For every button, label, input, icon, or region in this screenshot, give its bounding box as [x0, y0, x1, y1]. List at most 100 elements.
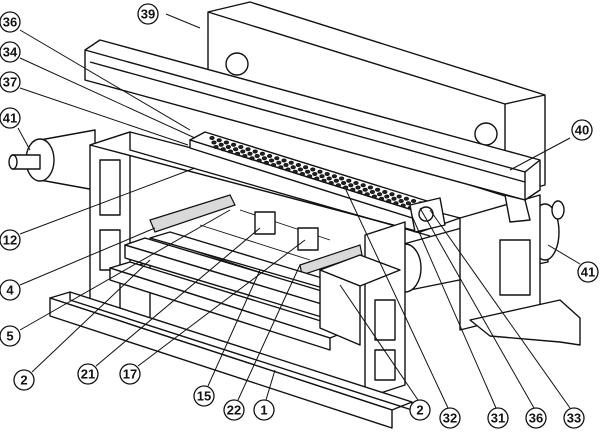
- callout-40: 40: [571, 119, 593, 141]
- perforation-hole: [304, 169, 311, 174]
- perforation-hole: [231, 142, 237, 147]
- callout-label: 33: [567, 411, 581, 426]
- perforation-hole: [364, 192, 370, 197]
- perforation-hole: [342, 185, 349, 190]
- perforation-hole: [346, 178, 352, 183]
- perforation-hole: [235, 151, 241, 156]
- callout-circle: [0, 41, 21, 63]
- perforation-hole: [209, 135, 215, 140]
- perforation-hole: [227, 149, 233, 154]
- callout-32: 32: [439, 407, 461, 429]
- callout-label: 12: [3, 233, 17, 248]
- leader-line-1: [265, 369, 276, 401]
- perforation-hole: [256, 158, 262, 163]
- perforation-hole: [274, 156, 280, 161]
- callout-4: 4: [0, 279, 21, 301]
- perforation-hole: [225, 144, 231, 149]
- perforation-hole: [360, 183, 366, 188]
- perforation-hole: [335, 183, 341, 188]
- perforation-hole: [410, 198, 417, 203]
- callout-circle: [77, 363, 99, 385]
- callout-circle: [119, 363, 141, 385]
- perforation-hole: [367, 185, 373, 190]
- leader-line-41: [547, 244, 581, 265]
- perforation-hole: [369, 189, 375, 194]
- perforation-hole: [218, 142, 224, 147]
- perforation-hole: [281, 158, 287, 163]
- perforation-hole: [340, 180, 347, 185]
- leader-line-15: [207, 269, 261, 387]
- perforation-hole: [254, 153, 260, 158]
- perforation-hole: [389, 192, 395, 197]
- perforation-hole: [398, 198, 404, 203]
- leader-line-22: [237, 264, 301, 401]
- perforation-hole: [376, 192, 383, 197]
- leader-line-40: [509, 137, 571, 171]
- perforation-hole: [314, 176, 320, 181]
- callout-circle: [0, 11, 21, 33]
- leader-line-36: [19, 29, 191, 131]
- perforation-hole: [382, 189, 388, 194]
- callout-label: 36: [3, 15, 17, 30]
- perforation-hole: [310, 167, 316, 172]
- callout-36: 36: [525, 407, 547, 429]
- main-frame: [89, 131, 541, 399]
- perforation-hole: [312, 171, 318, 176]
- perforation-hole: [252, 149, 258, 154]
- leader-line-5: [19, 209, 231, 331]
- callout-circle: [137, 3, 159, 25]
- callout-12: 12: [0, 229, 21, 251]
- callout-label: 2: [20, 373, 27, 388]
- perforation-hole: [270, 162, 277, 167]
- leader-line-17: [137, 239, 306, 367]
- callout-circle: [13, 369, 35, 391]
- callout-circle: [253, 399, 275, 421]
- callout-circle: [223, 399, 245, 421]
- callout-31: 31: [487, 407, 509, 429]
- callout-label: 5: [6, 329, 13, 344]
- perforation-hole: [317, 169, 323, 174]
- callout-circle: [0, 279, 21, 301]
- perforation-hole: [331, 174, 337, 179]
- inner-mechanism: [149, 194, 446, 286]
- callout-label: 22: [227, 403, 241, 418]
- perforation-hole: [288, 160, 294, 165]
- top-rail: [84, 39, 541, 223]
- callout-label: 4: [6, 283, 14, 298]
- perforation-hole: [249, 156, 255, 161]
- callout-circle: [0, 107, 21, 129]
- perforation-hole: [350, 187, 356, 192]
- callout-37: 37: [0, 71, 21, 93]
- perforation-hole: [266, 153, 273, 158]
- perforation-hole: [295, 162, 301, 167]
- callout-41: 41: [577, 261, 599, 283]
- callout-label: 15: [197, 389, 211, 404]
- perforation-hole: [290, 165, 296, 170]
- callout-15: 15: [193, 385, 215, 407]
- perforation-hole: [405, 201, 411, 206]
- callout-41: 41: [0, 107, 21, 129]
- leader-line-31: [411, 215, 497, 409]
- callout-label: 21: [81, 367, 95, 382]
- perforation-hole: [324, 171, 330, 176]
- perforation-hole: [278, 165, 284, 170]
- perforation-hole: [247, 151, 253, 156]
- perforation-hole: [211, 140, 217, 145]
- perforation-hole: [328, 180, 334, 185]
- callout-label: 32: [443, 411, 457, 426]
- perforation-hole: [386, 198, 392, 203]
- perforation-hole: [261, 156, 267, 161]
- perforation-hole: [321, 178, 327, 183]
- perforation-hole: [333, 178, 339, 183]
- perforation-hole: [326, 176, 332, 181]
- leader-line-34: [19, 57, 196, 139]
- perforation-hole: [285, 167, 291, 172]
- perforation-hole: [216, 138, 222, 143]
- callout-label: 2: [416, 403, 423, 418]
- perforation-hole: [396, 194, 402, 199]
- perforation-hole: [238, 144, 244, 149]
- callout-label: 17: [123, 367, 137, 382]
- callout-circle: [563, 407, 585, 429]
- leader-line-21: [95, 227, 261, 367]
